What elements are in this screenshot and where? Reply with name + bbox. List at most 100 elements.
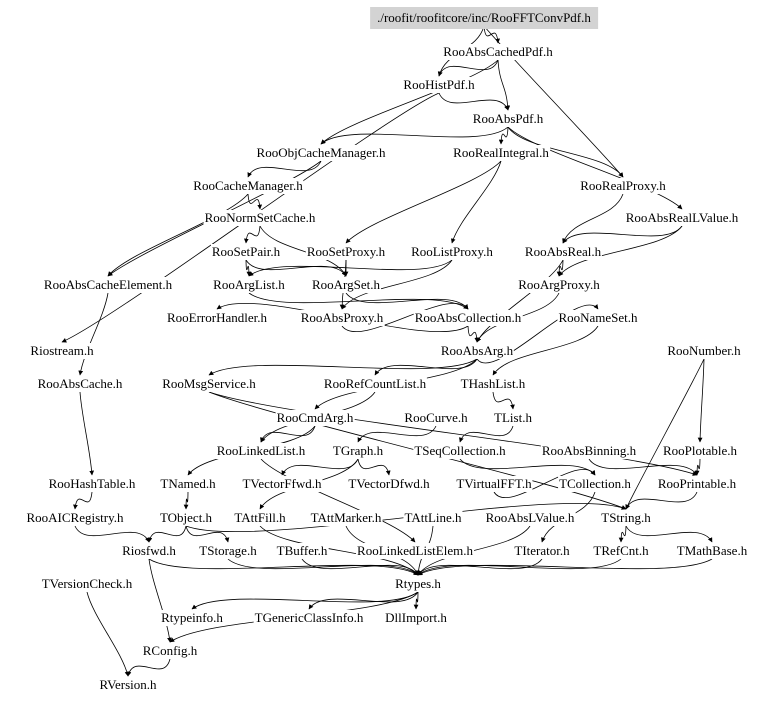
dependency-edge [247, 160, 322, 178]
dependency-edge [438, 92, 509, 111]
node[interactable]: TVectorFfwd.h [241, 476, 323, 492]
dependency-edge [438, 59, 499, 77]
node[interactable]: TBuffer.h [275, 543, 329, 559]
node[interactable]: TList.h [493, 410, 533, 426]
node[interactable]: RooPrintable.h [656, 476, 738, 492]
dependency-edge [497, 59, 511, 111]
node[interactable]: TVectorDfwd.h [347, 476, 431, 492]
dependency-edge [126, 658, 171, 677]
node[interactable]: RooLinkedList.h [215, 443, 307, 459]
node[interactable]: TGenericClassInfo.h [253, 610, 365, 626]
dependency-edge [625, 491, 698, 510]
node[interactable]: RooCurve.h [403, 410, 469, 426]
dependency-edge [588, 458, 698, 476]
dependency-edge [476, 259, 564, 343]
node[interactable]: RooRefCountList.h [322, 376, 428, 392]
node[interactable]: TVersionCheck.h [40, 576, 134, 592]
node[interactable]: RooSetProxy.h [305, 244, 387, 260]
dependency-edge [259, 225, 347, 277]
node[interactable]: THashList.h [459, 376, 527, 392]
node[interactable]: RooRealIntegral.h [452, 145, 550, 161]
node[interactable]: RooNameSet.h [557, 310, 639, 326]
dependency-edge [493, 468, 596, 499]
dependency-edge [78, 292, 109, 376]
node[interactable]: TGraph.h [331, 443, 385, 459]
node[interactable]: TMathBase.h [675, 543, 749, 559]
dependency-edge [483, 25, 624, 178]
node[interactable]: RooAbsCollection.h [413, 310, 523, 326]
node[interactable]: RooAbsReal.h [523, 244, 603, 260]
node[interactable]: Riostream.h [29, 343, 95, 359]
node[interactable]: RooArgList.h [212, 277, 286, 293]
node[interactable]: RooCmdArg.h [275, 410, 355, 426]
node[interactable]: RooAbsCacheElement.h [42, 277, 174, 293]
node[interactable]: RooHistPdf.h [402, 77, 476, 93]
node[interactable]: Riosfwd.h [121, 543, 177, 559]
node[interactable]: TObject.h [158, 510, 214, 526]
node[interactable]: RooArgSet.h [310, 277, 382, 293]
dependency-edge [260, 458, 416, 543]
dependency-edge [345, 292, 469, 310]
node[interactable]: RooArgProxy.h [517, 277, 601, 293]
node[interactable]: RooAbsArg.h [439, 343, 515, 359]
node[interactable]: RooRealProxy.h [579, 178, 667, 194]
dependency-edge [320, 126, 509, 145]
node[interactable]: TAttFill.h [233, 510, 287, 526]
node[interactable]: RooAbsRealLValue.h [624, 210, 740, 226]
dependency-edge [208, 358, 478, 376]
node[interactable]: RooHashTable.h [47, 476, 137, 492]
node[interactable]: RooAbsCachedPdf.h [442, 44, 554, 60]
dependency-edge [208, 391, 698, 476]
dependency-edge [413, 591, 419, 610]
dependency-edge [147, 525, 187, 543]
node[interactable]: RooPlotable.h [661, 443, 739, 459]
node[interactable]: RooSetPair.h [210, 244, 282, 260]
node[interactable]: RooAbsBinning.h [540, 443, 638, 459]
node[interactable]: Rtypeinfo.h [160, 610, 224, 626]
dependency-edge [248, 259, 453, 277]
node[interactable]: TString.h [600, 510, 652, 526]
dependency-edge [148, 558, 419, 576]
node[interactable]: TIterator.h [513, 543, 571, 559]
dependency-edge [281, 458, 359, 476]
node[interactable]: TCollection.h [558, 476, 632, 492]
node[interactable]: TSeqCollection.h [413, 443, 507, 459]
node[interactable]: Rtypes.h [394, 576, 442, 592]
node[interactable]: RooObjCacheManager.h [255, 145, 387, 161]
node[interactable]: RooNumber.h [666, 343, 742, 359]
node[interactable]: TNamed.h [159, 476, 217, 492]
dependency-edge [245, 259, 252, 277]
node[interactable]: RooCacheManager.h [192, 178, 304, 194]
node[interactable]: TAttMarker.h [309, 510, 383, 526]
node[interactable]: DllImport.h [384, 610, 448, 626]
node[interactable]: RooListProxy.h [410, 244, 494, 260]
dependency-edge [556, 259, 564, 277]
dependency-edge [625, 358, 705, 510]
node[interactable]: RooAICRegistry.h [25, 510, 125, 526]
node[interactable]: RooLinkedListElem.h [356, 543, 474, 559]
dependency-edge [79, 391, 95, 476]
dependency-edge [417, 558, 622, 576]
dependency-edge [191, 591, 419, 610]
node[interactable]: RConfig.h [141, 643, 199, 659]
node[interactable]: RooNormSetCache.h [203, 210, 317, 226]
dependency-edge [492, 325, 599, 376]
node[interactable]: TStorage.h [198, 543, 258, 559]
node[interactable]: RooMsgService.h [161, 376, 257, 392]
dependency-edge [357, 425, 437, 443]
dependency-edge [259, 525, 419, 576]
node-root-file[interactable]: ./roofit/roofitcore/inc/RooFFTConvPdf.h [370, 7, 598, 29]
node[interactable]: TAttLine.h [403, 510, 463, 526]
node[interactable]: RooAbsCache.h [36, 376, 124, 392]
node[interactable]: RooAbsProxy.h [299, 310, 385, 326]
node[interactable]: RooErrorHandler.h [165, 310, 269, 326]
node[interactable]: RVersion.h [98, 677, 158, 693]
node[interactable]: TRefCnt.h [592, 543, 650, 559]
node[interactable]: RooAbsPdf.h [471, 111, 545, 127]
node[interactable]: RooAbsLValue.h [484, 510, 576, 526]
node[interactable]: TVirtualFFT.h [455, 476, 533, 492]
dependency-edge [558, 225, 683, 277]
dependency-edge [86, 591, 130, 677]
